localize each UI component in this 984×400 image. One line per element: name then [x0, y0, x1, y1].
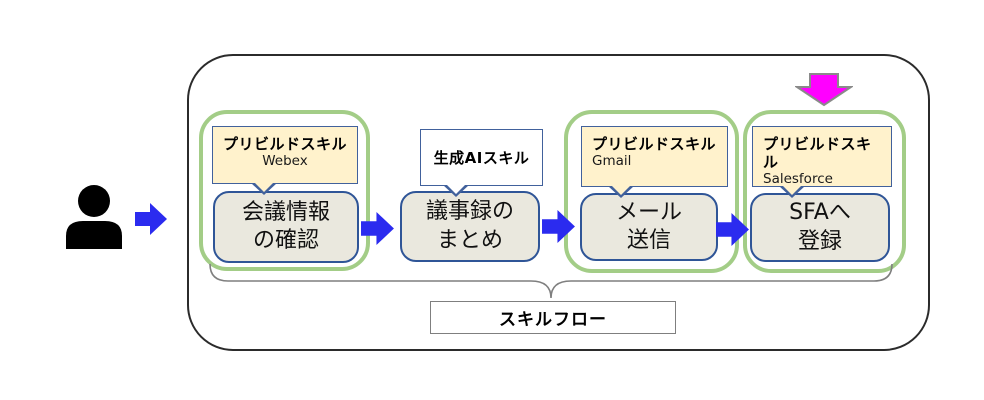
skill-callout-title: 生成AIスキル [433, 148, 530, 167]
step-label-line2: 送信 [626, 228, 671, 253]
step-box-1: 会議情報 の確認 [213, 191, 359, 263]
diagram-frame [187, 54, 930, 351]
skill-callout-step4: プリビルドスキル Salesforce [752, 126, 892, 198]
step-label-line1: SFAへ [789, 200, 851, 226]
skill-callout-title: プリビルドスキル [592, 135, 717, 153]
step-label-line1: 議事録の [425, 199, 514, 225]
step-label-line2: の確認 [252, 228, 319, 253]
flow-arrow-icon [361, 212, 394, 245]
skill-callout-subtitle: Salesforce [763, 171, 833, 187]
skill-callout-subtitle: Gmail [592, 153, 632, 169]
flow-caption: スキルフロー [430, 301, 676, 334]
flow-arrow-icon [135, 203, 167, 235]
skill-callout-step2: 生成AIスキル [420, 129, 543, 197]
group-outline-step4 [743, 110, 906, 273]
step-label-line2: まとめ [436, 227, 503, 253]
person-icon [66, 185, 122, 249]
step-label-line1: メール [615, 199, 682, 225]
skill-callout-step1: プリビルドスキル Webex [212, 126, 358, 195]
flow-brace [209, 263, 893, 299]
group-outline-step1 [199, 110, 370, 271]
step-label-line1: 会議情報 [241, 199, 330, 225]
skill-callout-subtitle: Webex [262, 153, 308, 169]
skill-callout-step3: プリビルドスキル Gmail [581, 126, 728, 198]
flow-arrow-icon [542, 210, 575, 243]
step-box-4: SFAへ 登録 [750, 193, 890, 262]
flow-caption-label: スキルフロー [499, 310, 607, 330]
group-outline-step3 [564, 110, 739, 273]
down-arrow-icon [795, 73, 853, 107]
step-box-2: 議事録の まとめ [400, 191, 540, 262]
flow-arrow-icon [716, 213, 749, 246]
step-box-3: メール 送信 [580, 193, 718, 261]
skill-callout-title: プリビルドスキル [763, 135, 872, 171]
step-label-line2: 登録 [797, 228, 842, 254]
skill-callout-title: プリビルドスキル [222, 135, 347, 153]
